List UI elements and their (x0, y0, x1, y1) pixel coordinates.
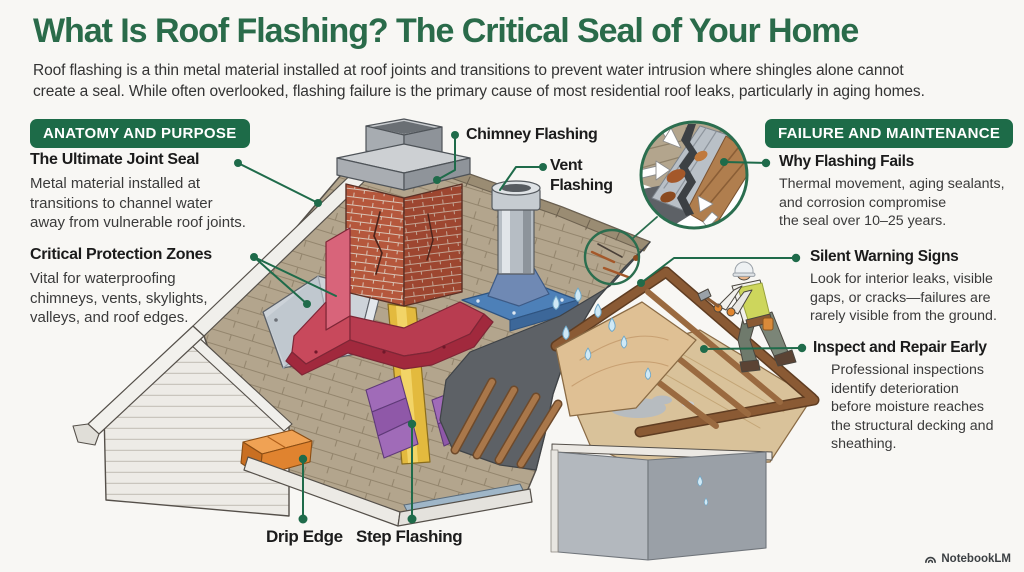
why-fails-heading: Why Flashing Fails (779, 153, 914, 170)
gable-house (72, 163, 374, 517)
vent-flashing-label: Vent Flashing (550, 157, 613, 194)
chimney-flashing-label: Chimney Flashing (466, 126, 598, 143)
left-panel: ANATOMY AND PURPOSE (30, 119, 250, 148)
vent-pipe (461, 180, 579, 332)
failure-badge: FAILURE AND MAINTENANCE (765, 119, 1014, 148)
step-flashing-label: Step Flashing (356, 527, 463, 546)
anatomy-badge: ANATOMY AND PURPOSE (30, 119, 250, 148)
notebooklm-icon (925, 556, 937, 564)
eave-gutter (243, 456, 533, 527)
notebooklm-watermark: NotebookLM (924, 552, 1011, 565)
corrosion-streaks (590, 243, 639, 279)
chimney-flashing-red (285, 227, 494, 376)
connector-lines (234, 131, 807, 524)
why-fails-body: Thermal movement, aging sealants, and co… (779, 176, 1005, 229)
warning-signs-body: Look for interior leaks, visible gaps, o… (810, 271, 997, 324)
inspect-repair-body: Professional inspections identify deteri… (831, 362, 994, 452)
protection-zones-heading: Critical Protection Zones (30, 246, 212, 263)
inspect-repair-heading: Inspect and Repair Early (813, 339, 987, 356)
failure-inset-circle (639, 120, 749, 230)
right-panel: FAILURE AND MAINTENANCE (765, 119, 1014, 148)
joint-seal-body: Metal material installed at transitions … (30, 175, 246, 231)
warning-signs-heading: Silent Warning Signs (810, 248, 959, 265)
page-title: What Is Roof Flashing? The Critical Seal… (33, 12, 859, 50)
protection-zones-body: Vital for waterproofing chimneys, vents,… (30, 270, 208, 326)
intro-text: Roof flashing is a thin metal material i… (33, 62, 925, 100)
notebooklm-label: NotebookLM (941, 552, 1011, 565)
drip-edge-label: Drip Edge (266, 527, 343, 546)
magnifier-source-circle (583, 216, 658, 286)
chimney (336, 118, 471, 307)
joint-seal-heading: The Ultimate Joint Seal (30, 151, 200, 168)
